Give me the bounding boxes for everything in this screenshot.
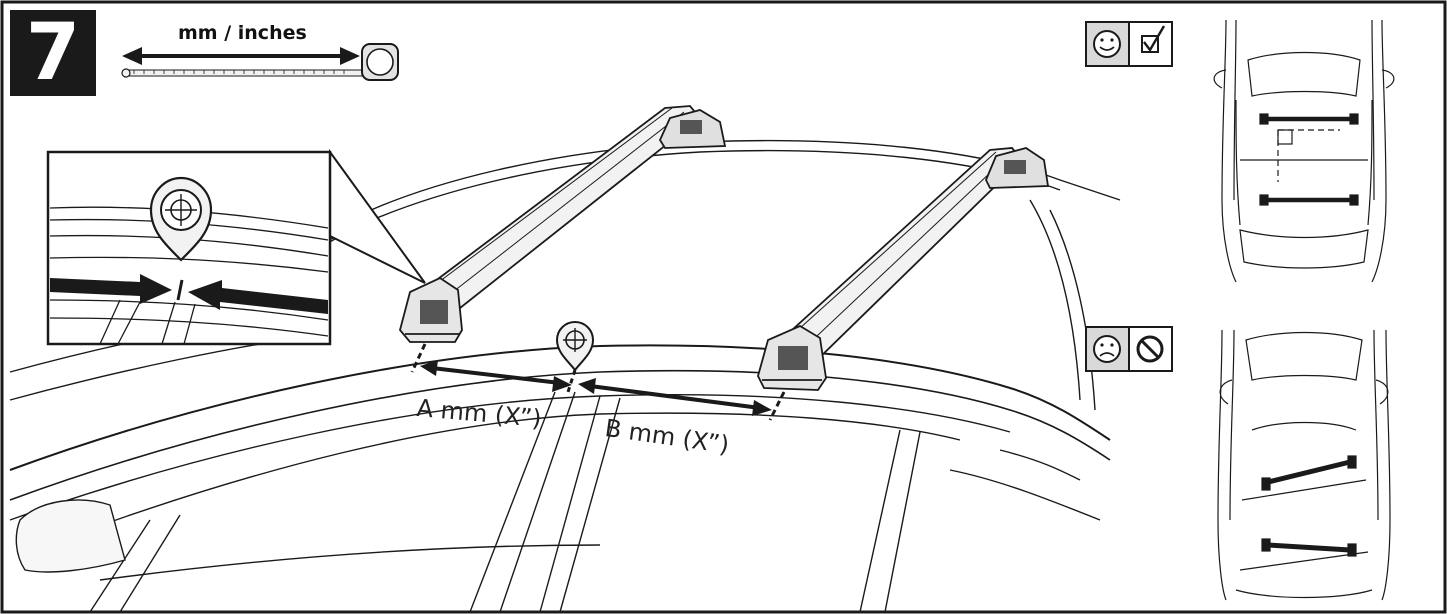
roof-bar-front	[399, 105, 727, 343]
checkbox-checked-icon	[1141, 25, 1166, 53]
inset-center-mark	[176, 279, 184, 301]
inset-arrow-right	[188, 280, 328, 314]
correct-indicator	[1085, 21, 1173, 67]
sad-face-icon	[1093, 335, 1121, 363]
zoom-callout-pointer	[329, 148, 426, 284]
alignment-marker-icon	[555, 320, 595, 372]
prohibited-icon	[1136, 335, 1164, 363]
wrong-indicator	[1085, 326, 1173, 372]
dimension-arrow-a	[431, 366, 561, 385]
inset-marker-icon	[149, 176, 213, 262]
dimension-arrow-b	[589, 384, 761, 410]
extension-line-marker	[566, 369, 577, 393]
top-view-car-correct	[1213, 19, 1395, 283]
inset-arrow-left	[50, 274, 172, 304]
extension-line-a-start	[410, 343, 427, 373]
zoom-inset	[46, 148, 426, 346]
tape-measure-icon	[121, 43, 399, 81]
step-number-badge: 7	[10, 10, 96, 96]
roof-bar-rear	[757, 147, 1050, 391]
extension-line-b-end	[768, 391, 786, 421]
measure-unit-label: mm / inches	[178, 22, 307, 44]
smiley-face-icon	[1093, 30, 1121, 58]
top-view-car-wrong	[1217, 329, 1391, 601]
dimension-lines	[410, 343, 786, 421]
